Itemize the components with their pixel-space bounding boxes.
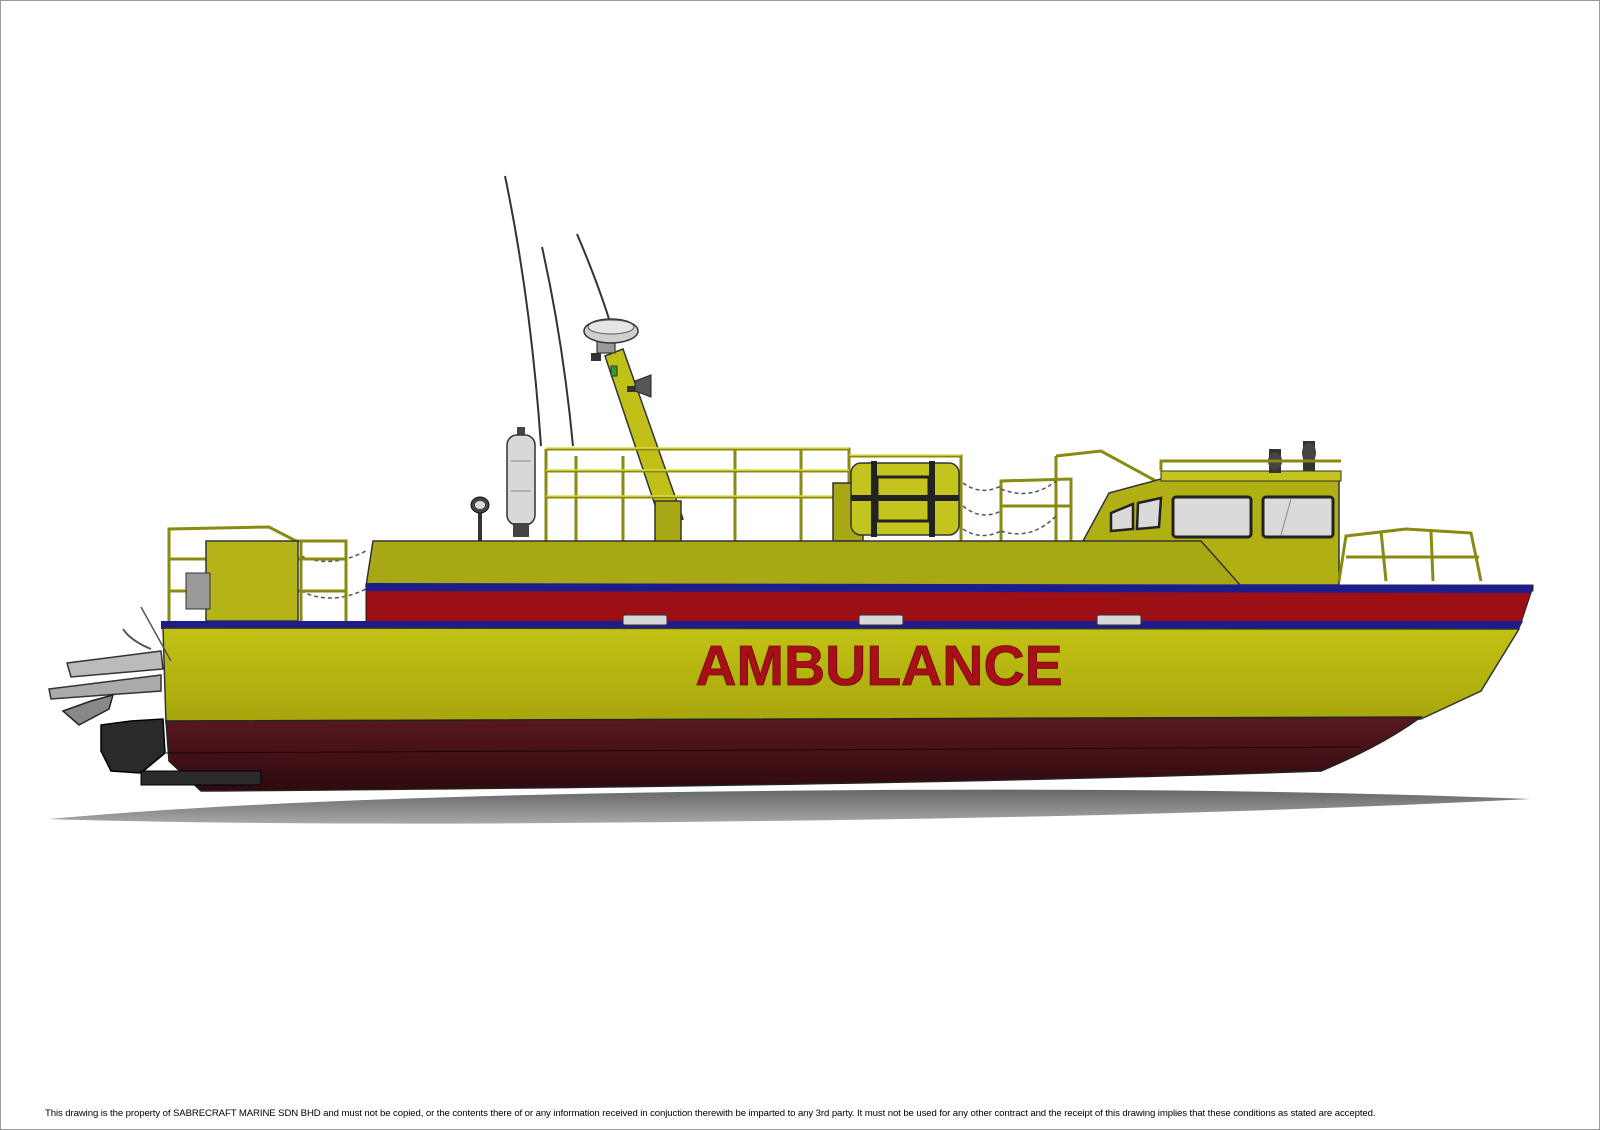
searchlight-icon — [470, 496, 490, 541]
bow-railing — [1337, 527, 1483, 582]
chain-guards — [300, 480, 1057, 599]
radar-dome-icon — [583, 318, 639, 354]
outboard-engine-icon — [48, 606, 262, 786]
roof-searchlight-icon — [1268, 441, 1316, 473]
gas-cylinder-icon — [506, 427, 536, 537]
wheelhouse-railing — [1159, 459, 1341, 471]
liferaft-icon — [832, 461, 960, 542]
antennas — [504, 175, 610, 447]
hull — [161, 540, 1534, 792]
hull-label: AMBULANCE — [695, 634, 1062, 698]
ownership-disclaimer: This drawing is the property of SABRECRA… — [45, 1108, 1376, 1119]
mast — [604, 348, 684, 544]
upper-deck-railing-highlight — [546, 447, 961, 497]
ground-shadow — [49, 789, 1531, 824]
rear-equipment-box — [185, 540, 299, 622]
portholes — [622, 614, 1142, 626]
horn-icon — [591, 353, 652, 398]
